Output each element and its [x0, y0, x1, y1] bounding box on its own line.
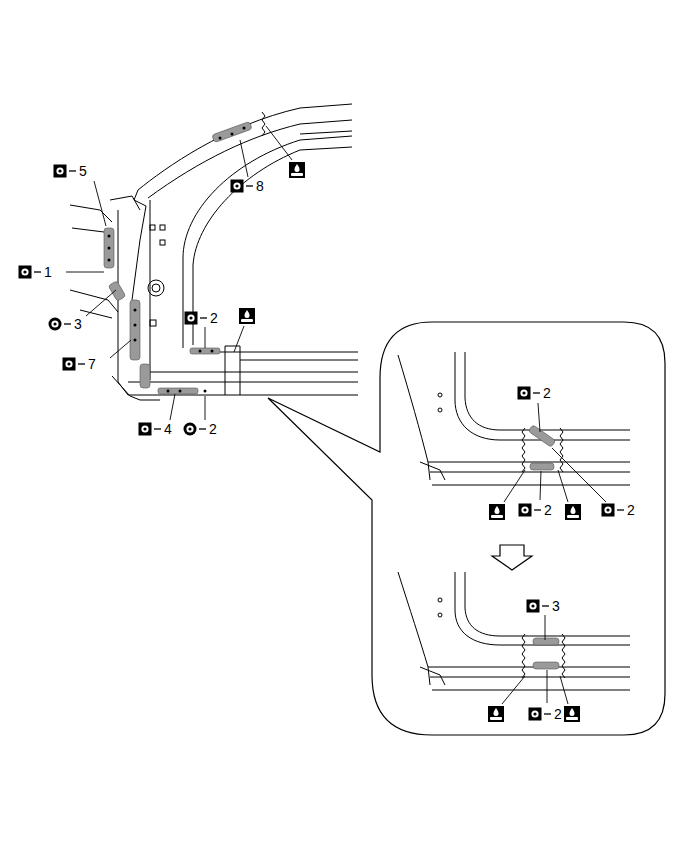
callout-number: 1	[43, 264, 53, 280]
callout-number: 8	[255, 178, 265, 194]
callout-number: 4	[163, 421, 173, 437]
callout-number: 2	[208, 421, 218, 437]
callout-number: 5	[78, 163, 88, 179]
callout-number: 2	[626, 502, 636, 518]
callout-number: 2	[542, 385, 552, 401]
callout-number: 3	[551, 598, 561, 614]
callout-number: 7	[87, 356, 97, 372]
callout-number: 2	[209, 310, 219, 326]
callout-number: 2	[553, 706, 563, 722]
callout-number: 3	[73, 316, 83, 332]
callout-number: 2	[543, 502, 553, 518]
